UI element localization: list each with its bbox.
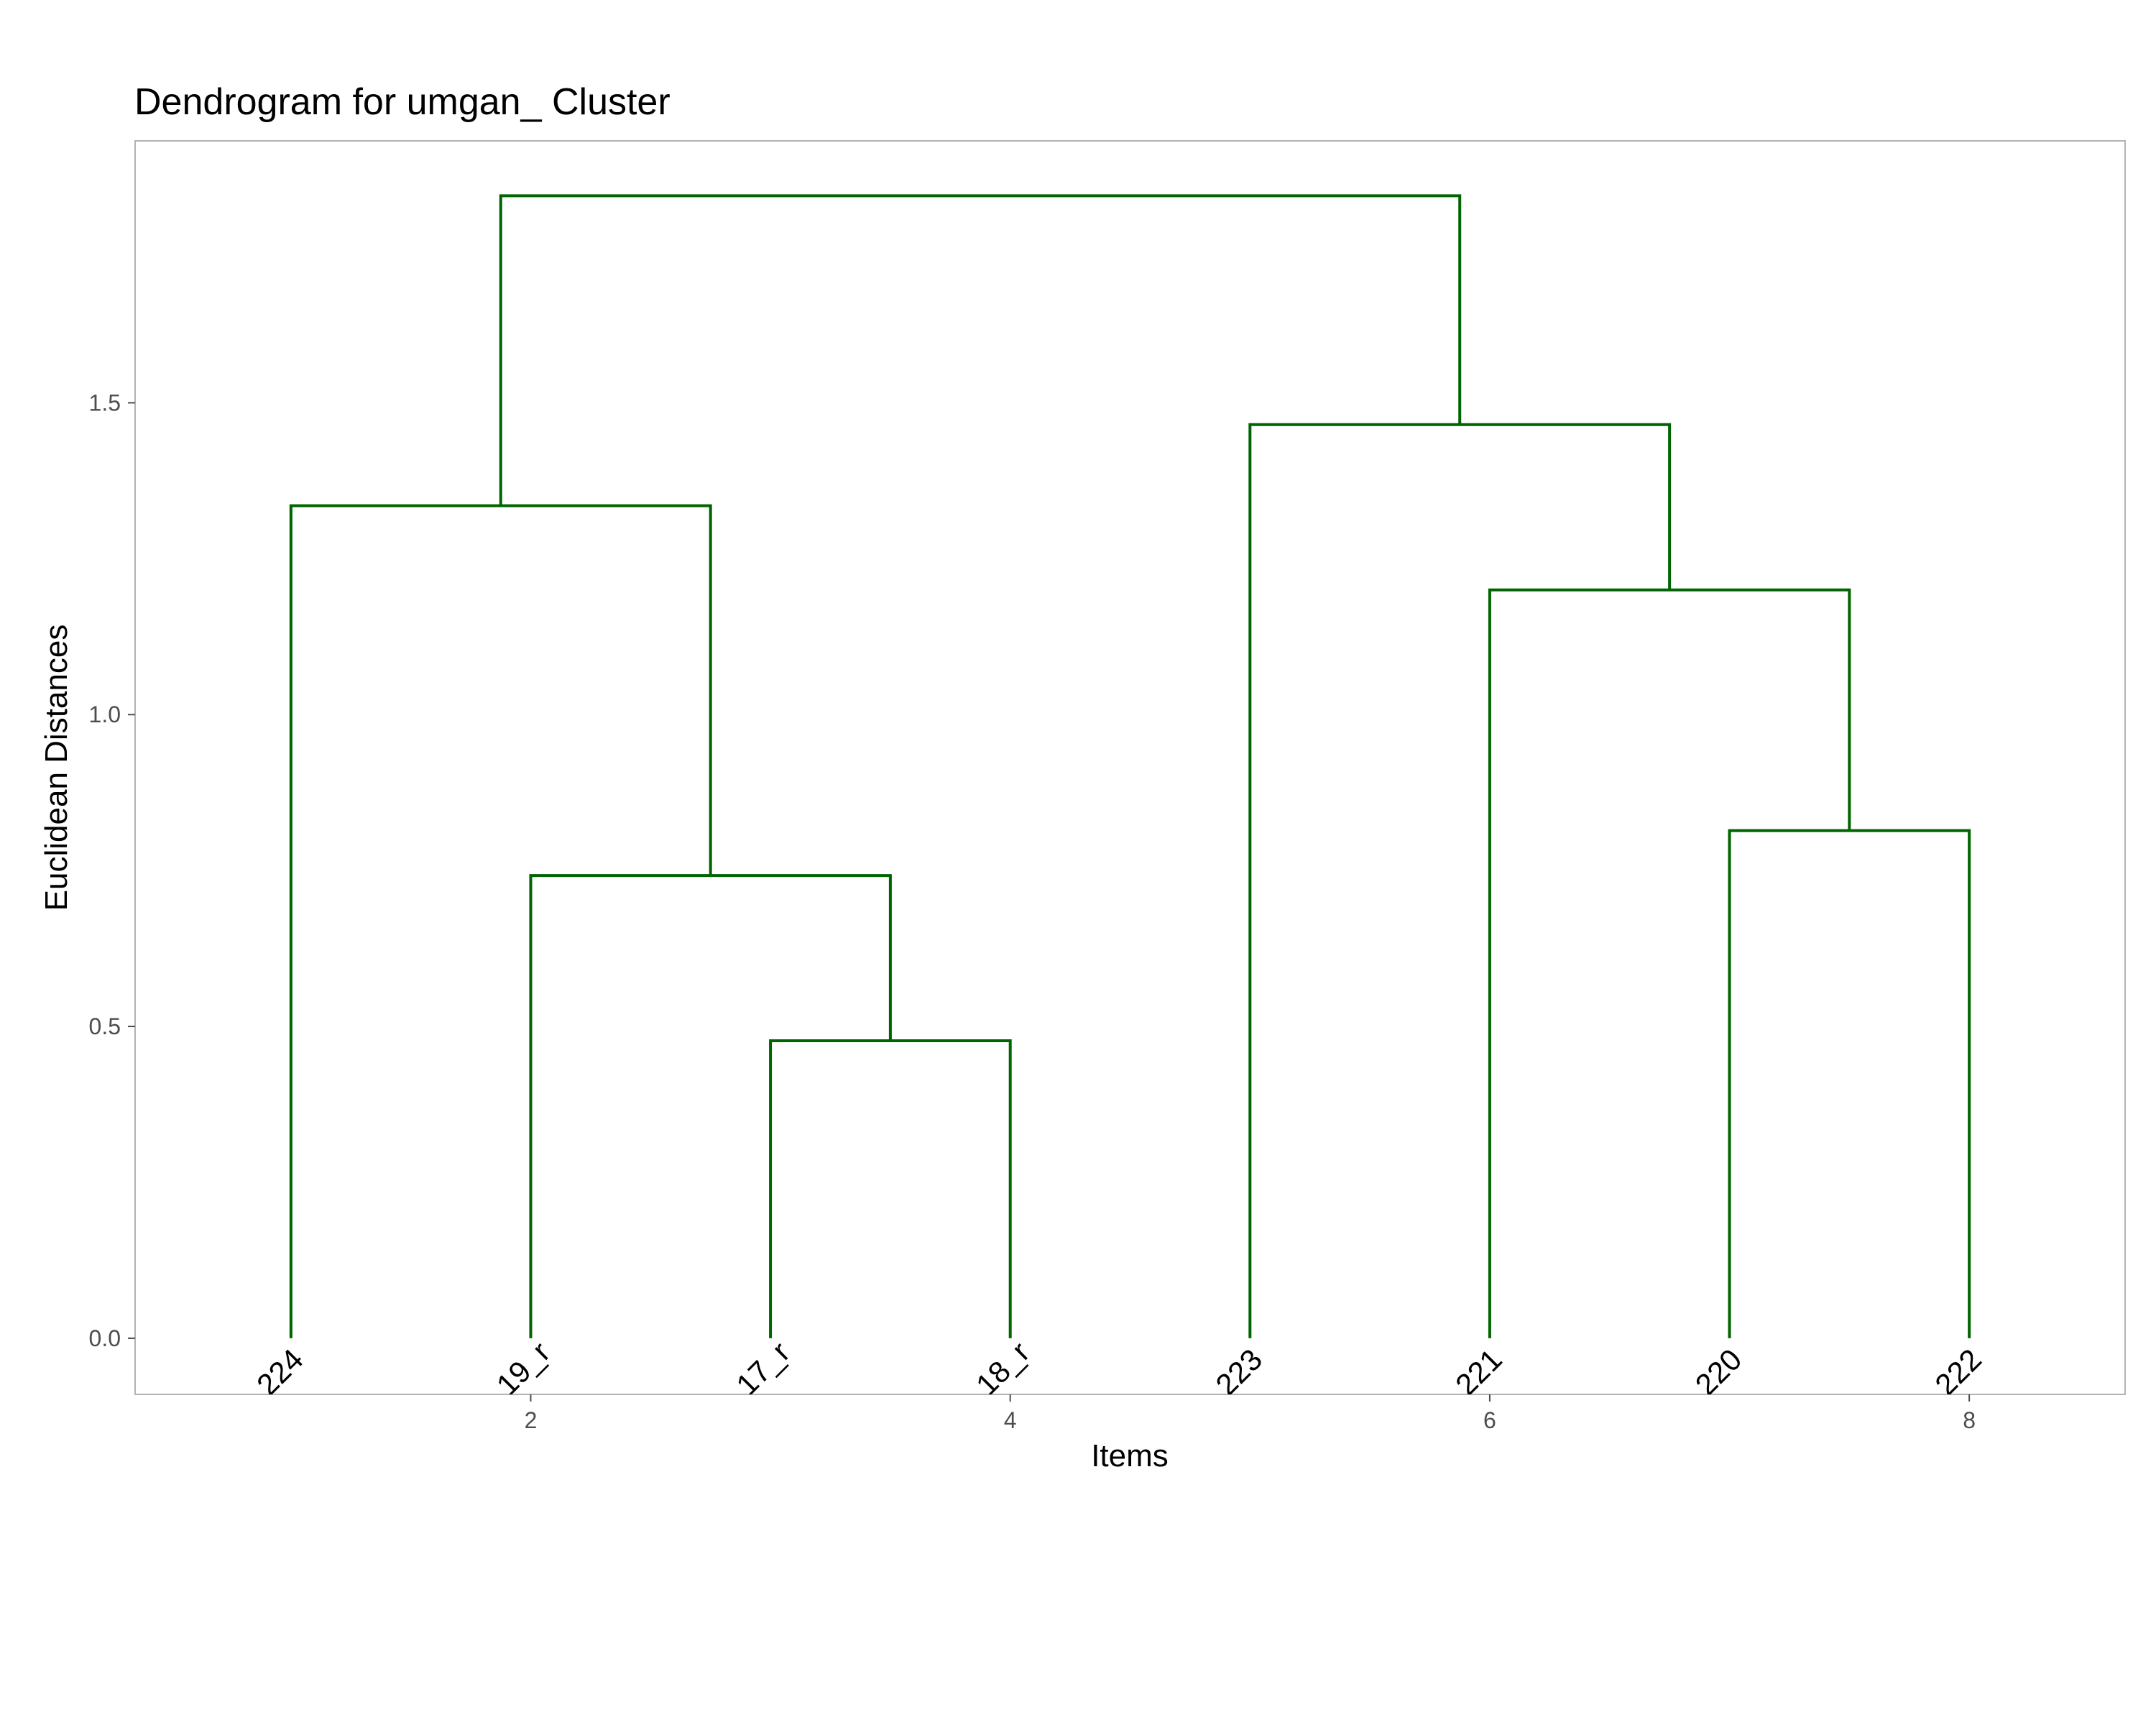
y-tick-label: 1.5 xyxy=(89,390,121,415)
y-tick-label: 0.5 xyxy=(89,1013,121,1039)
y-axis: 0.0 0.5 1.0 1.5 xyxy=(89,390,135,1351)
dendrogram-link-1 xyxy=(769,1039,1012,1338)
dendrogram-link-7 xyxy=(499,194,1462,506)
y-tick-label: 0.0 xyxy=(89,1325,121,1351)
chart-title: Dendrogram for umgan_ Cluster xyxy=(134,81,671,123)
x-tick-label: 8 xyxy=(1963,1407,1976,1433)
dendrogram-links xyxy=(289,194,1971,1338)
y-axis-title: Euclidean Distances xyxy=(39,625,74,911)
dendrogram-link-2 xyxy=(529,874,892,1338)
x-tick-label: 2 xyxy=(525,1407,538,1433)
plot-panel-border xyxy=(134,140,2126,1395)
x-tick-label: 6 xyxy=(1483,1407,1496,1433)
x-axis-title: Items xyxy=(1091,1438,1169,1473)
x-axis: 2 4 6 8 xyxy=(525,1394,1976,1433)
y-tick-label: 1.0 xyxy=(89,702,121,727)
x-tick-label: 4 xyxy=(1004,1407,1017,1433)
